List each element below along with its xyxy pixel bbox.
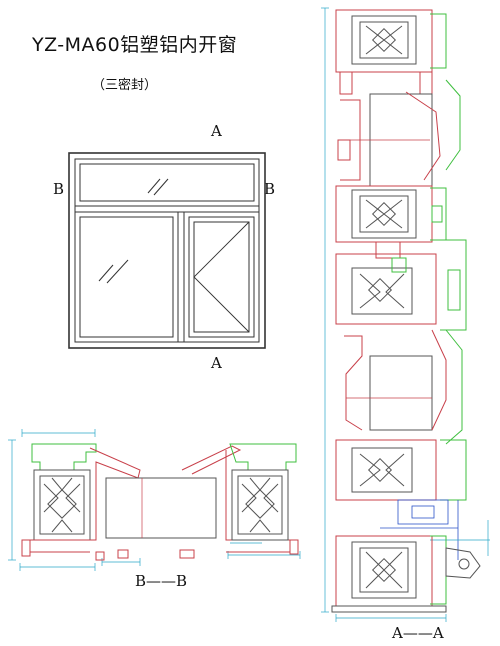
elevation-label-top: A (211, 122, 222, 140)
page-subtitle: （三密封） (92, 78, 158, 93)
window-elevation (68, 152, 266, 349)
page-title: YZ-MA60铝塑铝内开窗 (32, 34, 238, 56)
section-aa (321, 7, 490, 622)
section-aa-label: A——A (392, 624, 444, 642)
section-bb (8, 429, 301, 571)
elevation-label-right: B (264, 180, 276, 198)
elevation-label-left: B (53, 180, 65, 198)
section-bb-label: B——B (135, 572, 188, 590)
elevation-label-bottom: A (211, 354, 222, 372)
